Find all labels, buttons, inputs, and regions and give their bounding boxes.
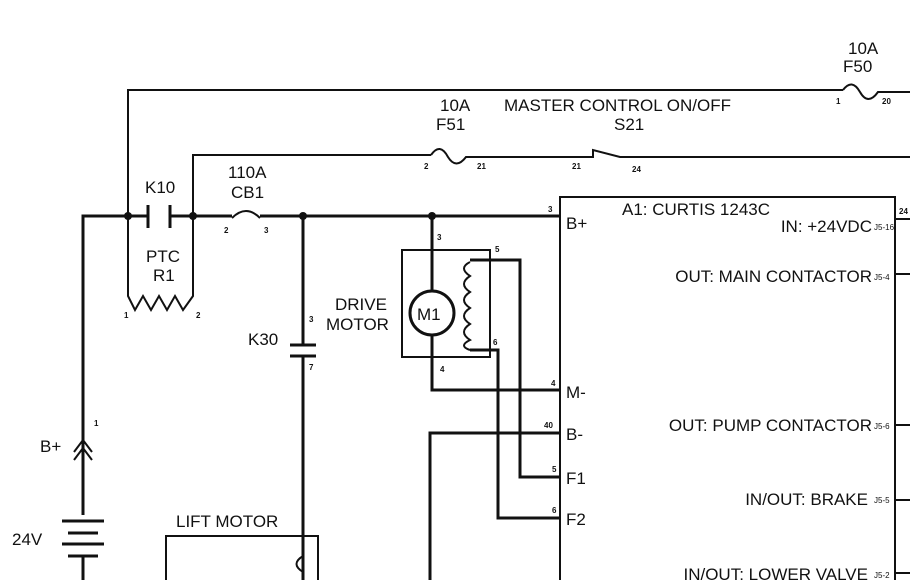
k30-ref: K30 [248,330,278,349]
drive-motor-m1 [401,216,560,520]
terminal-brake: IN/OUT: BRAKE [745,490,868,509]
k30-pin2: 7 [309,363,314,372]
f51-ref: F51 [436,115,465,134]
f50-ref: F50 [843,57,872,76]
m1-ref: M1 [417,305,441,324]
battery-voltage: 24V [12,530,43,549]
r1-pin1: 1 [124,311,129,320]
k30-contact [290,216,316,580]
f51-pin1: 2 [424,162,429,171]
pin-f2: 6 [552,506,557,515]
lift-motor-box [165,535,319,580]
drive-motor-label-2: MOTOR [326,315,389,334]
lift-motor-label: LIFT MOTOR [176,512,278,531]
cb1-ref: CB1 [231,183,264,202]
wire-f51-s21 [192,148,910,216]
battery-connector: B+ [40,437,61,456]
jpin-j5-5: J5-5 [874,496,890,505]
f50-pin1: 1 [836,97,841,106]
f50-rating: 10A [848,39,879,58]
f51-rating: 10A [440,96,471,115]
k10-ref: K10 [145,178,175,197]
m1-pin-4: 4 [440,365,445,374]
terminal-pump-contactor: OUT: PUMP CONTACTOR [669,416,872,435]
battery-pin: 1 [94,419,99,428]
s21-ref: S21 [614,115,644,134]
terminal-bplus: B+ [566,214,587,233]
pin-bminus: 40 [544,421,553,430]
s21-pin2: 24 [632,165,641,174]
terminal-main-contactor: OUT: MAIN CONTACTOR [675,267,872,286]
r1-pin2: 2 [196,311,201,320]
f51-pin2: 21 [477,162,486,171]
wire-24: 24 [899,207,908,216]
main-bus [81,205,560,580]
wire-b-minus [428,431,560,580]
wire-f50-loop [127,83,910,216]
terminal-mminus: M- [566,383,586,402]
jpin-j5-16: J5-16 [874,223,895,232]
pin-mminus: 4 [551,379,556,388]
pin-f1: 5 [552,465,557,474]
ptc-resistor-r1 [127,216,194,313]
controller-title: A1: CURTIS 1243C [622,200,770,219]
jpin-j5-6: J5-6 [874,422,890,431]
lift-motor-coil [295,555,304,573]
k30-pin1: 3 [309,315,314,324]
drive-motor-label-1: DRIVE [335,295,387,314]
m1-pin-3: 3 [437,233,442,242]
terminal-f1: F1 [566,469,586,488]
cb1-pin2: 3 [264,226,269,235]
terminal-f2: F2 [566,510,586,529]
s21-name: MASTER CONTROL ON/OFF [504,96,731,115]
pin-bplus: 3 [548,205,553,214]
jpin-j5-4: J5-4 [874,273,890,282]
terminal-bminus: B- [566,425,583,444]
m1-pin-5: 5 [495,245,500,254]
jpin-j5-2: J5-2 [874,571,890,580]
battery-cells [62,519,104,580]
f50-pin2: 20 [882,97,891,106]
r1-ref: R1 [153,266,175,285]
m1-pin-6: 6 [493,338,498,347]
s21-pin1: 21 [572,162,581,171]
r1-type: PTC [146,247,180,266]
terminal-in-24vdc: IN: +24VDC [781,217,872,236]
terminal-lower-valve: IN/OUT: LOWER VALVE [683,565,868,580]
cb1-rating: 110A [228,163,267,182]
cb1-pin1: 2 [224,226,229,235]
controller-a1 [559,196,910,580]
